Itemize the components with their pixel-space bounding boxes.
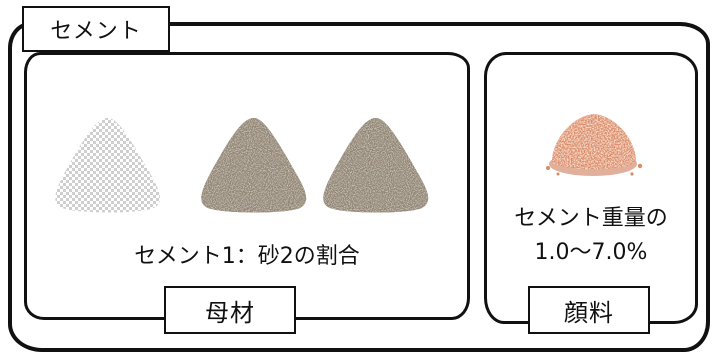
mix-ratio-caption: セメント1：砂2の割合 bbox=[134, 244, 360, 269]
pigment-powder-icon bbox=[546, 114, 643, 176]
cement-pile-transparent-icon bbox=[55, 118, 161, 213]
sand-pile-icon bbox=[201, 118, 307, 213]
pigment-caption-line1: セメント重量の bbox=[514, 206, 668, 231]
pigment-ratio-caption: セメント重量の 1.0～7.0% bbox=[484, 202, 698, 270]
mother-material-label-text: 母材 bbox=[205, 298, 255, 327]
title-label: セメント bbox=[22, 6, 170, 52]
title-text: セメント bbox=[50, 19, 142, 44]
sand-pile-icon bbox=[323, 118, 429, 213]
pigment-label: 顔料 bbox=[528, 286, 650, 334]
pigment-label-text: 顔料 bbox=[564, 298, 614, 327]
pigment-caption-line2: 1.0～7.0% bbox=[534, 240, 648, 265]
mother-material-label: 母材 bbox=[164, 286, 296, 334]
